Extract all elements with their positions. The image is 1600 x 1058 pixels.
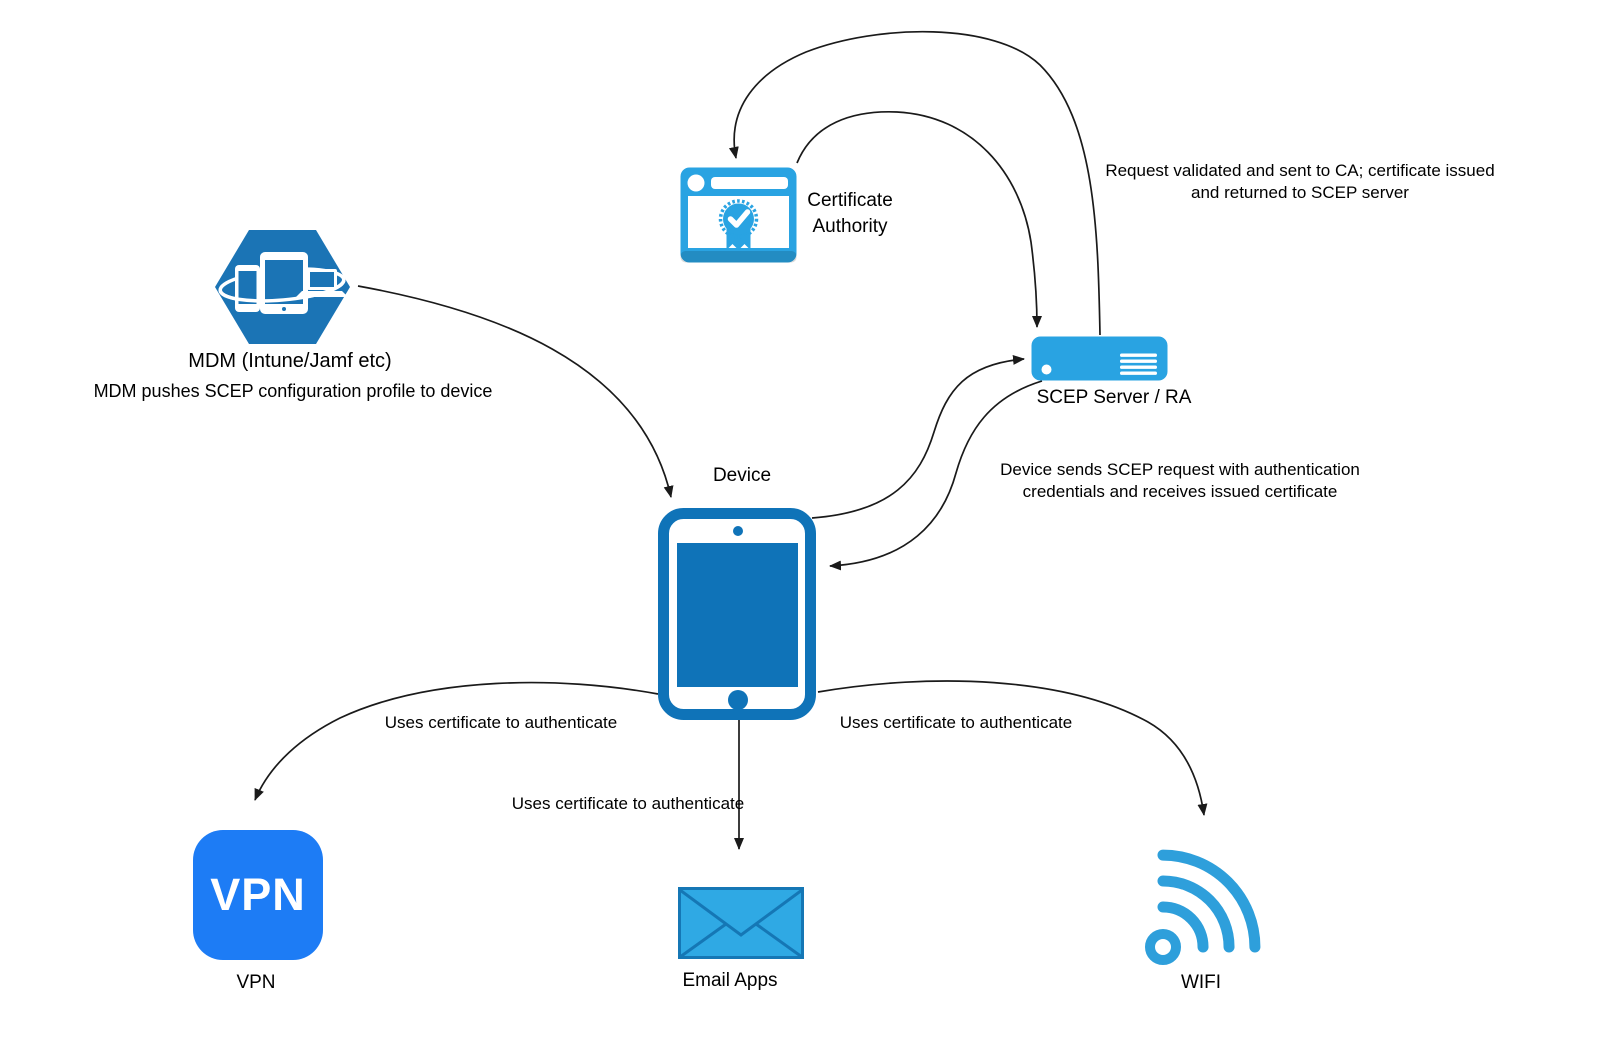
scep-flow-annotation: Device sends SCEP request with authentic… — [1000, 460, 1360, 501]
vpn-icon-text: VPN — [210, 869, 306, 920]
email-label: Email Apps — [682, 970, 778, 991]
edge-device-to-scep — [811, 354, 1025, 519]
email-envelope-icon — [678, 887, 804, 959]
wifi-label: WIFI — [1180, 972, 1222, 993]
scep-server-label: SCEP Server / RA — [1036, 387, 1192, 408]
uses-certificate-wifi-label: Uses certificate to authenticate — [839, 713, 1073, 732]
edge-scep-to-ca — [728, 30, 1101, 336]
wifi-icon — [1145, 849, 1261, 965]
vpn-label: VPN — [236, 972, 276, 993]
uses-certificate-email-label: Uses certificate to authenticate — [511, 794, 745, 813]
edge-device-to-vpn — [254, 681, 659, 801]
edge-scep-to-device — [829, 380, 1043, 571]
certificate-authority-icon — [680, 167, 797, 263]
device-label: Device — [712, 465, 772, 486]
uses-certificate-vpn-label: Uses certificate to authenticate — [384, 713, 618, 732]
mdm-devices-icon — [215, 230, 350, 344]
scep-server-icon — [1031, 336, 1168, 381]
mdm-description: MDM pushes SCEP configuration profile to… — [93, 381, 493, 401]
edge-ca-to-scep — [796, 110, 1042, 328]
vpn-icon: VPN — [193, 830, 323, 960]
certificate-ribbon-icon — [718, 199, 759, 250]
mdm-label: MDM (Intune/Jamf etc) — [188, 350, 392, 372]
edge-device-to-wifi — [817, 680, 1208, 816]
ca-flow-annotation: Request validated and sent to CA; certif… — [1105, 161, 1495, 202]
edge-mdm-to-device — [357, 285, 674, 498]
device-tablet-icon — [658, 508, 816, 720]
certificate-authority-label: Certificate Authority — [807, 190, 893, 237]
